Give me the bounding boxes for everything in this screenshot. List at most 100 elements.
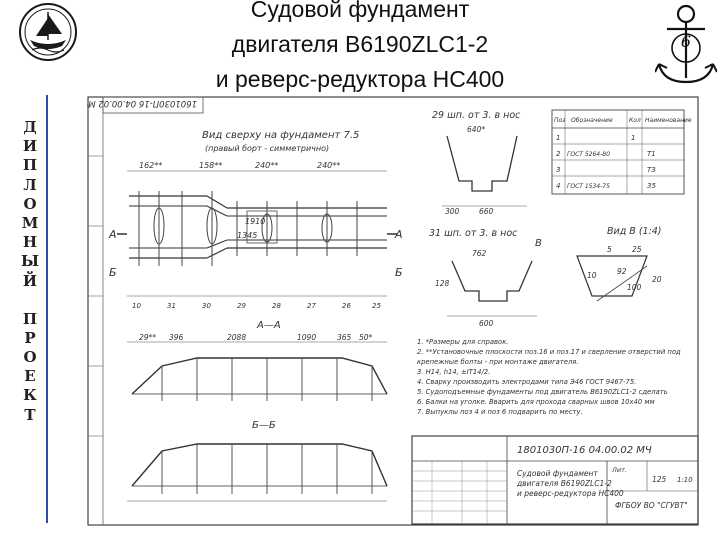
frame-number: 25 [372,302,381,310]
parts-table: Поз Обозначение Кол Наименование 1 1 2 Г… [551,109,692,195]
dim-label: 240** [255,161,278,170]
note-line: 1. *Размеры для справок. [417,338,508,346]
stamp-name: Судовой фундамент [517,469,598,478]
table-cell: ГОСТ 1534-75 [567,183,610,190]
frame-number: 28 [272,302,281,310]
table-cell: Т3 [647,166,656,174]
side-text: Д И П Л О М Н Ы Й П Р О Е К Т [14,118,46,425]
table-header: Обозначение [571,117,613,124]
page-number: 6 [680,32,692,51]
table-cell: 2 [556,150,561,158]
side-letter: М [21,213,39,232]
side-letter: Й [22,271,38,290]
note-line: 6. Балки на уголке. Вварить для прохода … [417,398,655,406]
side-letter: Е [24,367,36,386]
side-letter: П [22,156,38,175]
frame-number: 29 [237,302,246,310]
dim-label: 29** [139,333,156,342]
view-top-subtitle: (правый борт - симметрично) [205,144,329,153]
table-cell: 1 [556,134,560,142]
side-letter: Ы [20,252,40,271]
part-dim: 600 [479,319,494,328]
frame-number: 27 [307,302,316,310]
ship-logo-icon [19,3,77,61]
note-line: 5. Судоподъемные фундаменты под двигател… [417,388,668,396]
side-letter: И [22,137,38,156]
part-dim: 92 [617,267,627,276]
table-header: Наименование [645,117,692,124]
part-dim: 762 [472,249,487,258]
note-line: крепежные болты - при монтаже двигателя. [417,358,579,366]
part-view-title-1: 29 шп. от 3. в нос [432,110,521,121]
dim-label: 1345 [237,231,257,240]
side-letter: Д [23,118,37,136]
anchor-icon [655,4,717,84]
table-cell: 4 [556,182,560,190]
dim-label: 240** [317,161,340,170]
table-cell: ГОСТ 5264-80 [567,151,610,158]
table-cell: 1 [631,134,635,142]
dim-label: 50* [359,333,373,342]
dim-label: 158** [199,161,222,170]
stamp-organization: ФГБОУ ВО "СГУВТ" [615,501,688,510]
note-line: 7. Выпуклы поз 4 и поз 6 подварить по ме… [417,408,583,416]
table-header: Поз [554,117,565,124]
table-cell: 3 [556,166,560,174]
side-letter: Р [24,328,36,347]
slide-title: Судовой фундамент двигателя B6190ZLC1-2 … [150,0,570,97]
part-view-title-2: 31 шп. от 3. в нос [429,228,518,239]
note-line: 3. Н14, h14, ±IT14/2. [417,368,490,376]
part-dim: 660 [479,207,494,216]
side-letter: О [23,348,37,367]
section-aa-title: А—А [256,320,281,331]
section-bb-title: Б—Б [252,420,276,431]
title-block: 1801030П-16 04.00.02 МЧ Судовой фундамен… [411,435,699,525]
side-letter: Н [22,233,38,252]
dim-label: 162** [139,161,162,170]
side-letter: О [23,194,37,213]
table-header: Кол [629,117,641,124]
side-letter: Л [23,175,37,194]
accent-divider [46,95,48,523]
title-line-3: и реверс-редуктора HC400 [215,66,505,92]
dim-label: 2088 [227,333,246,342]
view-b-title: Вид В (1:4) [607,226,662,237]
dim-label: 365 [337,333,352,342]
stamp-name: и реверс-редуктора HC400 [517,489,624,498]
frame-number: 10 [132,302,141,310]
section-mark-a: А [394,228,403,241]
dim-label: 396 [169,333,184,342]
dim-label: 1910 [245,217,265,226]
title-line-2: двигателя B6190ZLC1-2 [231,31,489,57]
part-dim: 128 [435,279,450,288]
side-letter: К [23,386,37,405]
side-letter: П [22,309,38,328]
table-cell: 35 [647,182,656,190]
section-mark-a: А [108,228,117,241]
title-line-1: Судовой фундамент [250,0,470,22]
corner-stamp-text: 1601030П-16 04.00.02 МЧ [87,98,197,108]
frame-number: 26 [342,302,351,310]
frame-number: 30 [202,302,211,310]
part-dim: 20 [652,275,662,284]
part-dim: 640* [467,125,485,134]
note-line: 2. **Установочные плоскости поз.16 и поз… [417,348,681,356]
part-dim: 5 [607,245,612,254]
stamp-mass: 125 [652,475,667,484]
part-dim: 300 [445,207,460,216]
dim-label: 1090 [297,333,316,342]
table-cell: Т1 [647,150,656,158]
stamp-sheet-label: Лит. [611,466,627,474]
note-line: 4. Сварку производить электродами типа Э… [417,378,636,386]
view-top-title: Вид сверху на фундамент 7.5 [202,130,359,141]
frame-number: 31 [167,302,176,310]
stamp-name: двигателя B6190ZLC1-2 [516,479,612,488]
engineering-drawing: 1601030П-16 04.00.02 МЧ Вид сверху на фу… [87,96,699,526]
section-mark-b: Б [395,266,403,279]
part-dim: 25 [632,245,642,254]
part-dim: 10 [587,271,597,280]
side-letter: Т [24,405,36,424]
technical-notes: 1. *Размеры для справок. 2. **Установочн… [417,338,681,416]
section-mark-b: Б [109,266,117,279]
view-label-v: В [535,238,542,249]
